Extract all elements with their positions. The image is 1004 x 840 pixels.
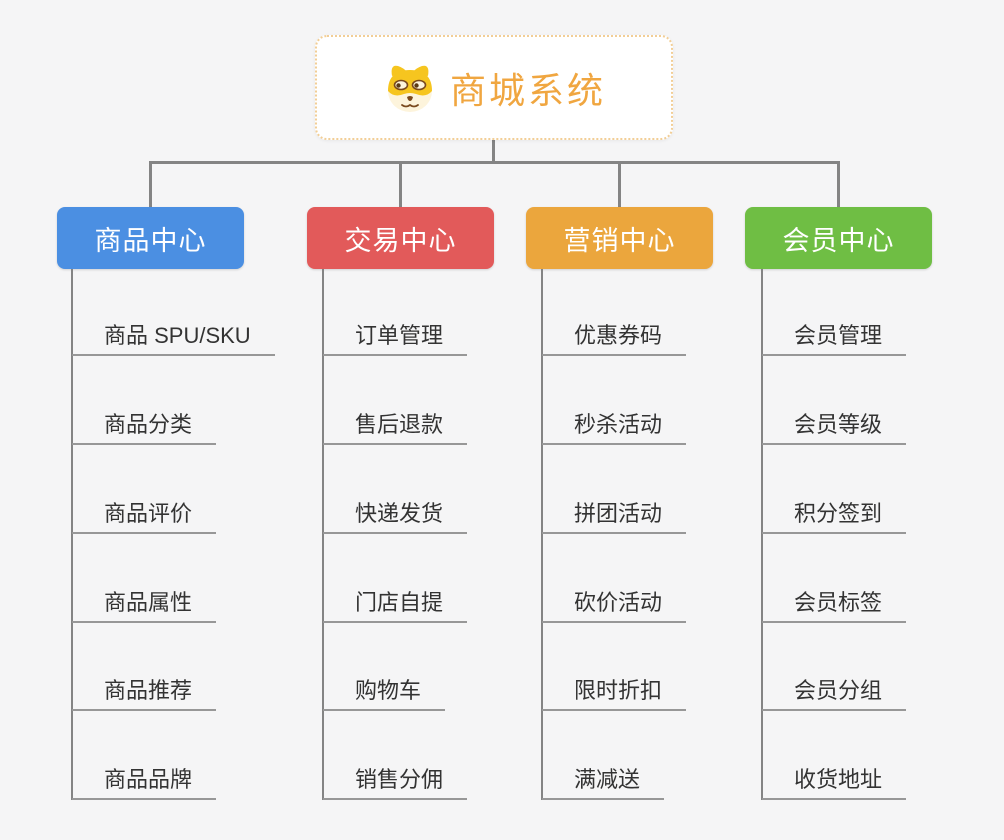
leaf-node[interactable]: 购物车 (323, 675, 446, 711)
branch-header-marketing-center[interactable]: 营销中心 (526, 207, 713, 269)
leaf-node[interactable]: 砍价活动 (542, 587, 687, 623)
branch-stub-connector (837, 161, 840, 208)
branch-stub-connector (618, 161, 621, 208)
trunk-connector (149, 161, 840, 164)
leaf-node[interactable]: 订单管理 (323, 320, 468, 356)
branch-header-trade-center[interactable]: 交易中心 (307, 207, 494, 269)
branch-header-member-center[interactable]: 会员中心 (745, 207, 932, 269)
leaf-node[interactable]: 会员管理 (762, 320, 907, 356)
leaf-node[interactable]: 商品评价 (72, 498, 217, 534)
leaf-node[interactable]: 满减送 (542, 764, 665, 800)
leaf-node[interactable]: 会员等级 (762, 409, 907, 445)
leaf-node[interactable]: 优惠券码 (542, 320, 687, 356)
branch-header-product-center[interactable]: 商品中心 (57, 207, 244, 269)
leaf-node[interactable]: 积分签到 (762, 498, 907, 534)
leaf-node[interactable]: 商品属性 (72, 587, 217, 623)
column-connector (761, 269, 763, 800)
leaf-node[interactable]: 快递发货 (323, 498, 468, 534)
branch-label: 商品中心 (94, 225, 207, 256)
leaf-node[interactable]: 秒杀活动 (542, 409, 687, 445)
leaf-node[interactable]: 限时折扣 (542, 675, 687, 711)
branch-label: 交易中心 (344, 225, 457, 256)
root-stem-connector (492, 138, 495, 163)
root-title: 商城系统 (449, 69, 606, 111)
column-connector (71, 269, 73, 800)
leaf-node[interactable]: 商品分类 (72, 409, 217, 445)
leaf-node[interactable]: 门店自提 (323, 587, 468, 623)
column-connector (541, 269, 543, 800)
branch-stub-connector (399, 161, 402, 208)
leaf-node[interactable]: 商品 SPU/SKU (72, 320, 275, 356)
leaf-node[interactable]: 商品品牌 (72, 764, 217, 800)
leaf-node[interactable]: 拼团活动 (542, 498, 687, 534)
column-connector (322, 269, 324, 800)
leaf-node[interactable]: 会员标签 (762, 587, 907, 623)
dog-face-icon (387, 65, 432, 112)
branch-stub-connector (149, 161, 152, 208)
leaf-node[interactable]: 商品推荐 (72, 675, 217, 711)
root-node-mall-system[interactable]: 商城系统 (315, 35, 673, 140)
leaf-node[interactable]: 会员分组 (762, 675, 907, 711)
leaf-node[interactable]: 销售分佣 (323, 764, 468, 800)
leaf-node[interactable]: 收货地址 (762, 764, 907, 800)
leaf-node[interactable]: 售后退款 (323, 409, 468, 445)
branch-label: 营销中心 (563, 225, 676, 256)
branch-label: 会员中心 (782, 225, 895, 256)
